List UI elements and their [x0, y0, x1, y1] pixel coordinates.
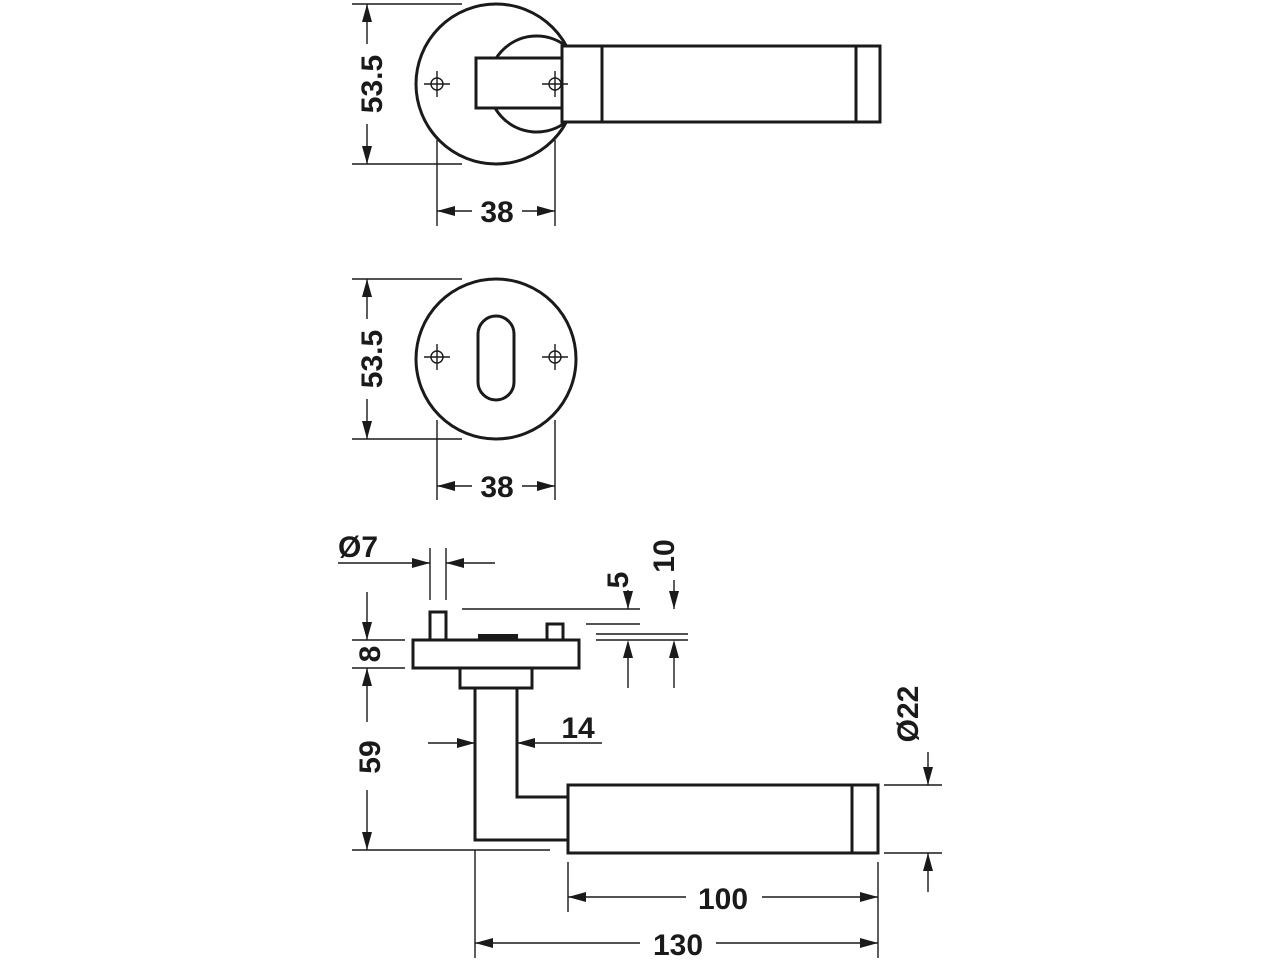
screw-mark-right: [542, 344, 568, 370]
side-view: Ø7 5 10 8: [338, 531, 942, 960]
screw-mark-left: [424, 71, 450, 97]
fixing-pin-left: [428, 610, 448, 642]
dim-rose-height-1: 53.5: [352, 3, 462, 165]
lever-grip: [600, 44, 858, 124]
dim-offset-10: 10: [596, 539, 688, 688]
dim-label-offset-5: 5: [602, 572, 635, 589]
dim-label-rose-width-2: 38: [480, 471, 513, 504]
fixing-pin-right: [545, 622, 565, 642]
rose-plate: [411, 638, 581, 670]
key-rose-view: 53.5 38: [352, 277, 578, 504]
lever-grip-side: [566, 783, 854, 855]
dim-total-length: 130: [474, 850, 878, 960]
keyhole: [476, 314, 516, 402]
dim-label-rose-height-1: 53.5: [356, 55, 389, 113]
dim-neck-width: 14: [428, 712, 602, 748]
top-view: 53.5 38: [352, 2, 882, 229]
dim-pin-diameter: Ø7: [338, 531, 495, 600]
lever-end-cap: [854, 44, 882, 124]
dim-label-neck-width: 14: [561, 712, 595, 745]
dim-offset-5: 5: [462, 572, 640, 688]
dim-rose-width-1: 38: [436, 140, 556, 229]
lever-end-cap-side: [850, 783, 880, 855]
dim-label-rose-thickness: 8: [354, 646, 387, 663]
dim-rose-thickness: 8: [352, 592, 405, 669]
dim-label-pin-diameter: Ø7: [338, 531, 378, 564]
spring-cassette: [478, 634, 518, 640]
lever-neck: [474, 56, 564, 110]
dim-rose-width-2: 38: [436, 420, 556, 504]
dim-label-rose-height-2: 53.5: [356, 330, 389, 388]
dim-neck-height: 59: [352, 668, 550, 851]
dim-label-rose-width-1: 38: [480, 196, 513, 229]
lever-neck-side: [473, 686, 570, 842]
rose-collar: [458, 666, 534, 690]
dim-rose-height-2: 53.5: [352, 278, 462, 440]
dim-grip-diameter: Ø22: [884, 686, 942, 892]
screw-mark-right: [542, 71, 568, 97]
dim-label-neck-height: 59: [354, 740, 387, 773]
dim-label-offset-10: 10: [648, 539, 681, 572]
screw-mark-left: [424, 344, 450, 370]
dim-grip-length: 100: [567, 862, 879, 958]
dim-label-grip-length: 100: [698, 883, 748, 916]
dim-label-grip-diameter: Ø22: [892, 686, 925, 743]
dim-label-total-length: 130: [653, 929, 703, 960]
